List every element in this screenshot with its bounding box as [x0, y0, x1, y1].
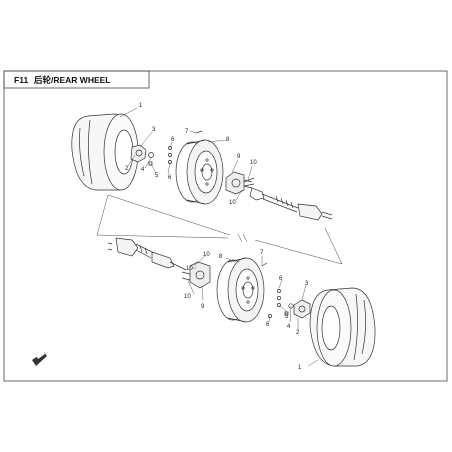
callout-bottom-valve: 7	[260, 250, 264, 256]
callout-bottom-lug-b: 6	[266, 322, 270, 328]
hubcap-bottom	[293, 299, 311, 319]
callouts-top: 1 2 3 4 5 6 7 8 9 10 10 6	[125, 103, 257, 206]
upper-wheel-assembly	[71, 113, 333, 221]
shaft-center-line	[96, 194, 343, 265]
callouts-bottom: 10 10 10 9 8 7 6 5 6 3 4 2 1	[184, 250, 309, 371]
callout-bottom-rim: 8	[219, 254, 223, 260]
callout-top-valve: 7	[185, 129, 189, 135]
callout-bottom-hub: 9	[201, 304, 205, 310]
callout-top-lug: 6	[171, 137, 175, 143]
lug-top-c	[168, 160, 172, 164]
rim-bottom	[216, 257, 265, 323]
leader-lines-bottom	[187, 255, 319, 367]
callout-top-nut: 2	[125, 166, 129, 172]
title-text: 后轮/REAR WHEEL	[34, 75, 111, 85]
leader-lines-top	[119, 107, 253, 201]
title-block: F11 后轮/REAR WHEEL	[3, 70, 150, 89]
lug-top-b	[168, 153, 172, 157]
callout-bottom-stud-b: 10	[184, 294, 191, 300]
callout-top-stud-b: 10	[229, 200, 236, 206]
callout-bottom-stud-a2: 10	[186, 266, 193, 272]
lug-top-a	[168, 146, 172, 150]
lug-bottom-d	[268, 314, 272, 318]
title-box	[3, 70, 150, 89]
pin-top	[148, 161, 153, 166]
lug-bottom-c	[277, 303, 281, 307]
callout-top-rim: 8	[226, 137, 230, 143]
title-code: F11	[14, 75, 28, 85]
callout-bottom-nut: 2	[296, 330, 300, 336]
valve-top	[195, 130, 203, 134]
front-arrow-icon	[32, 351, 47, 366]
callout-top-pin: 5	[155, 173, 159, 179]
axle-bottom	[107, 237, 187, 271]
callout-bottom-stud-a: 10	[203, 252, 210, 258]
callout-bottom-lug: 6	[279, 276, 283, 282]
lower-wheel-assembly	[107, 237, 376, 367]
studs-top	[243, 177, 255, 187]
callout-top-stud-a: 10	[250, 160, 257, 166]
washer-top	[148, 152, 154, 158]
callout-bottom-tire: 1	[298, 365, 302, 371]
valve-bottom	[261, 262, 268, 267]
hub-bottom	[181, 261, 211, 289]
callout-bottom-hubcap: 3	[305, 281, 309, 287]
hubcap-top	[130, 144, 147, 163]
callout-bottom-washer: 4	[287, 324, 291, 330]
callout-top-hubcap: 3	[152, 127, 156, 133]
lug-bottom-a	[277, 289, 281, 293]
lug-bottom-b	[277, 296, 281, 300]
callout-bottom-pin: 5	[285, 314, 289, 320]
tire-bottom	[309, 287, 376, 367]
axle-top	[249, 187, 333, 221]
callout-top-tire: 1	[139, 103, 143, 109]
tire-top	[71, 113, 139, 191]
drawing-frame	[3, 70, 448, 382]
callout-top-lug-b: 6	[168, 175, 172, 181]
hub-top	[225, 171, 253, 195]
rim-top	[175, 139, 224, 205]
callout-top-washer: 4	[141, 167, 145, 173]
callout-top-hub: 9	[237, 154, 241, 160]
